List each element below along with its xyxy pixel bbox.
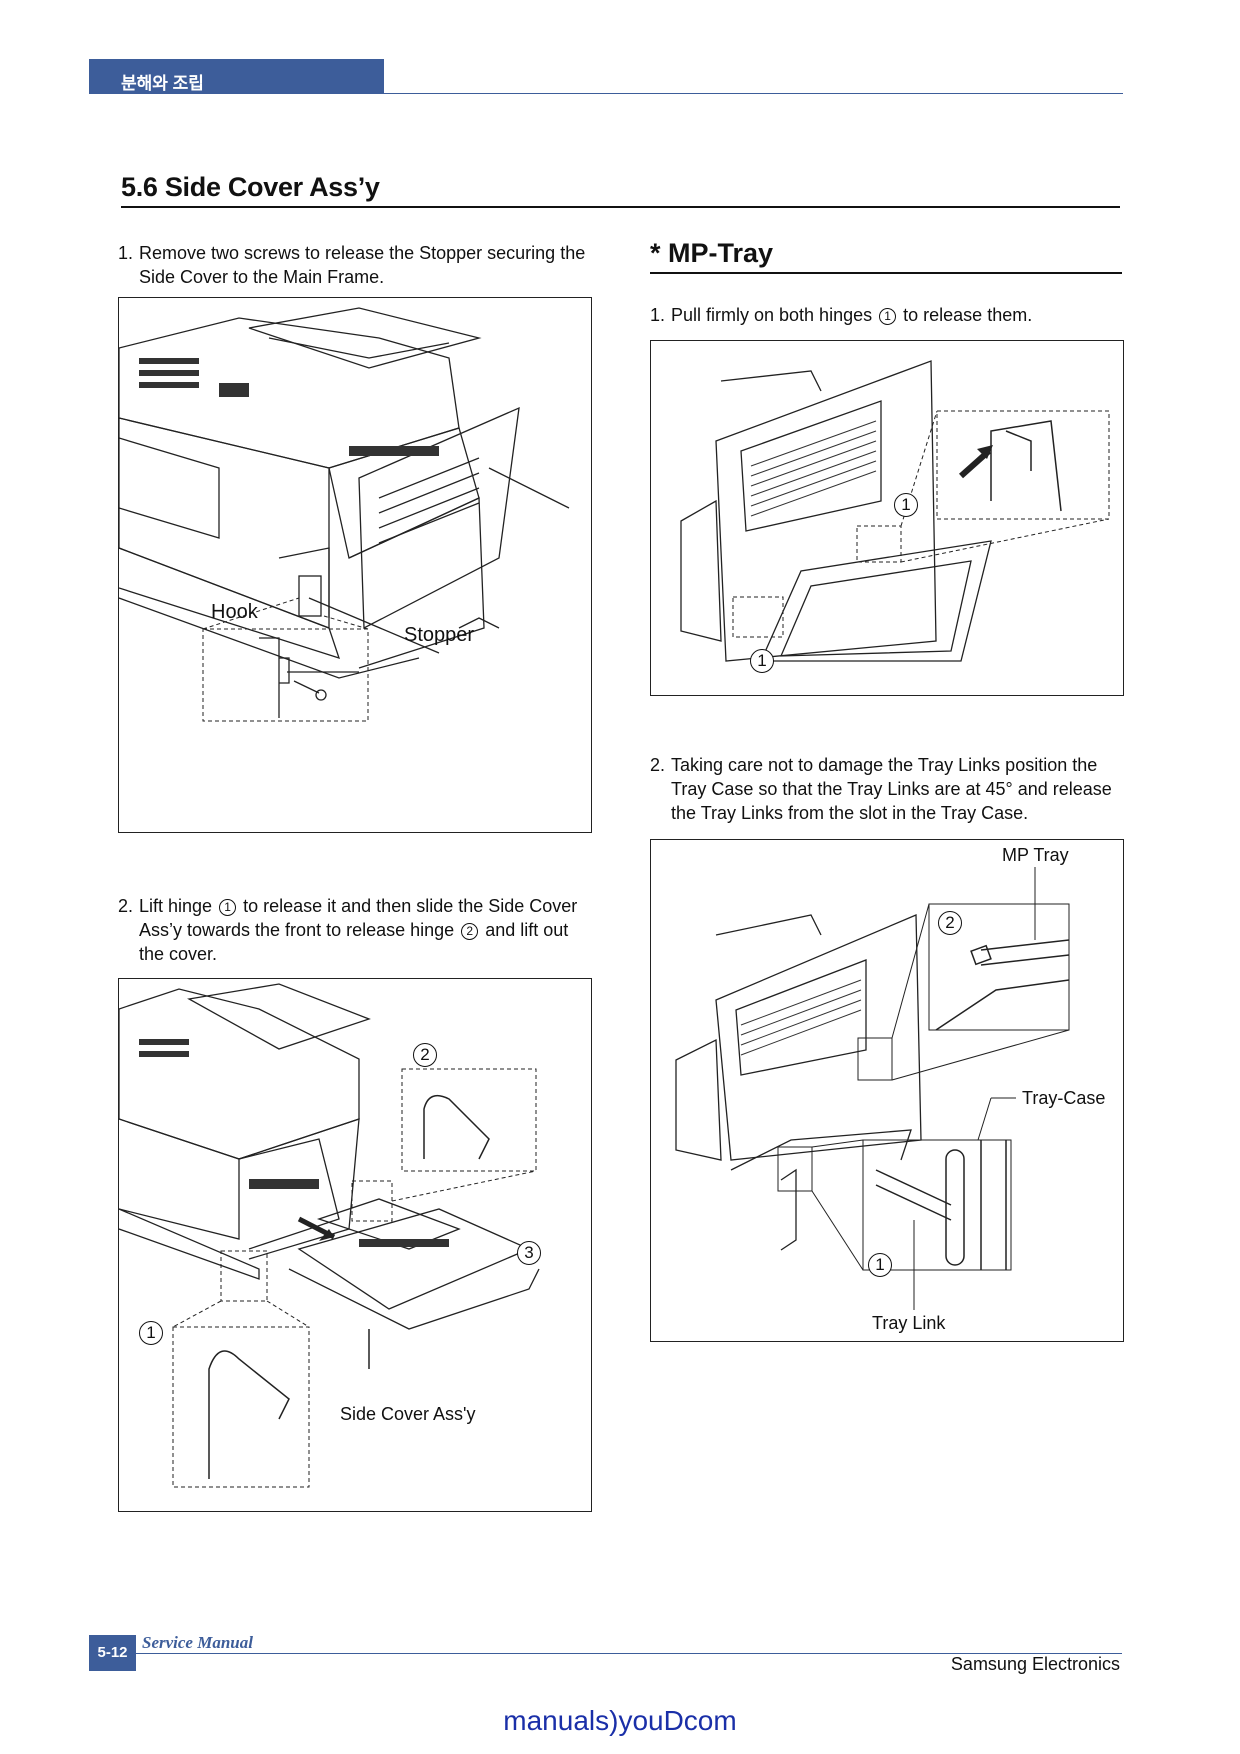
- page-number: 5-12: [89, 1635, 136, 1671]
- callout-1-lower: 1: [750, 649, 774, 673]
- chapter-title: 분해와 조립: [121, 74, 204, 93]
- left-step-1: 1. Remove two screws to release the Stop…: [118, 243, 586, 287]
- callout-ref-2: 2: [461, 923, 479, 940]
- label-hook: Hook: [211, 601, 258, 623]
- left-step-2: 2. Lift hinge 1 to release it and then s…: [118, 896, 578, 964]
- watermark: manuals)youDcom: [503, 1705, 737, 1736]
- figure-stopper: Hook Stopper: [118, 297, 592, 833]
- callout-ref-1: 1: [879, 308, 897, 325]
- right-step-2: 2. Taking care not to damage the Tray Li…: [650, 755, 1112, 823]
- footer-manual: Service Manual: [142, 1633, 253, 1652]
- footer-company: Samsung Electronics: [950, 1654, 1120, 1674]
- mp-tray-title: * MP-Tray: [650, 238, 774, 268]
- label-tray-case: Tray-Case: [1022, 1088, 1106, 1108]
- callout-3: 3: [517, 1241, 541, 1265]
- callout-1-upper: 1: [894, 493, 918, 517]
- figure-tray-links: MP Tray Tray-Case Tray Link 2 1: [650, 839, 1124, 1342]
- callout-2: 2: [413, 1043, 437, 1067]
- mp-hinges-illustration: [680, 360, 1110, 662]
- mp-tray-rule: [650, 272, 1122, 274]
- section-rule: [121, 206, 1120, 208]
- section-title: 5.6 Side Cover Ass’y: [121, 172, 380, 202]
- side-cover-illustration: [119, 983, 540, 1488]
- callout-ref-1: 1: [219, 899, 237, 916]
- footer-rule: [136, 1653, 1122, 1654]
- figure-mp-hinges: 1 1: [650, 340, 1124, 696]
- tray-links-illustration: [675, 867, 1070, 1310]
- label-tray-link: Tray Link: [872, 1313, 946, 1333]
- label-stopper: Stopper: [404, 624, 475, 646]
- right-step-1: 1. Pull firmly on both hinges 1 to relea…: [650, 305, 1033, 325]
- printer-stopper-illustration: [119, 307, 570, 722]
- header-rule: [89, 93, 1123, 94]
- callout-1: 1: [139, 1321, 163, 1345]
- figure-side-cover: 2 3 1 Side Cover Ass'y: [118, 978, 592, 1512]
- label-side-cover: Side Cover Ass'y: [340, 1404, 476, 1424]
- chapter-tab: 분해와 조립: [89, 59, 384, 94]
- callout-2: 2: [938, 911, 962, 935]
- callout-1: 1: [868, 1253, 892, 1277]
- label-mp-tray: MP Tray: [1002, 845, 1069, 865]
